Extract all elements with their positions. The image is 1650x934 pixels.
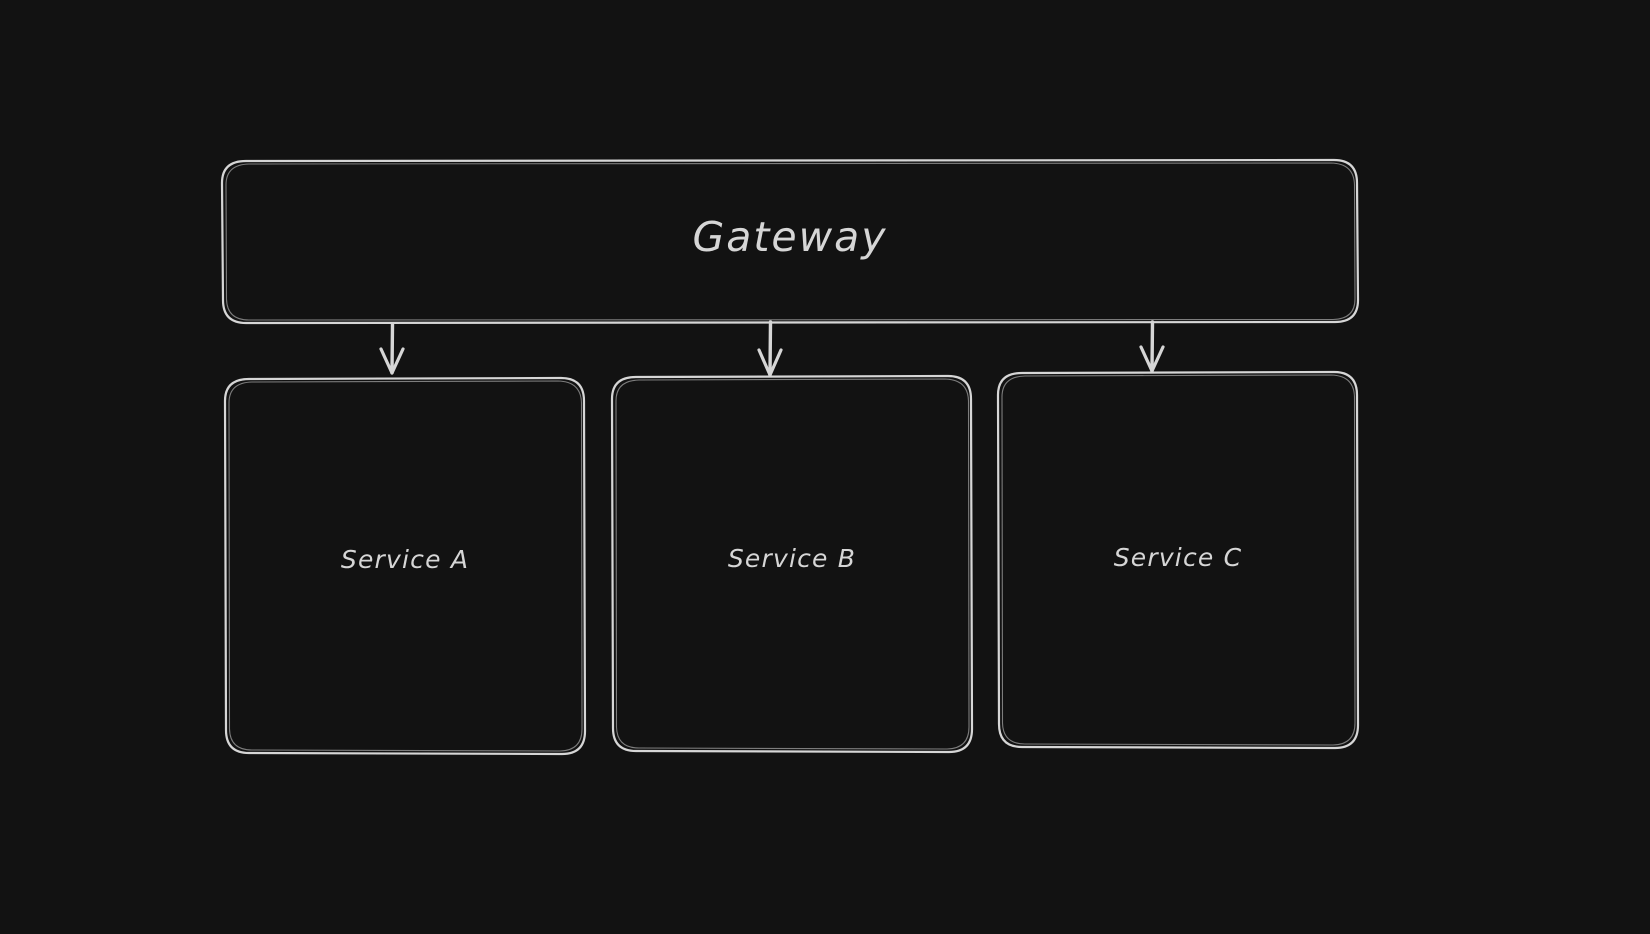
node-service-c-label: Service C	[1113, 543, 1243, 572]
node-service-b-label: Service B	[727, 544, 857, 573]
edge-gateway-service-a[interactable]	[379, 322, 405, 375]
node-gateway-shape[interactable]	[220, 158, 1360, 325]
node-gateway-label: Gateway	[692, 213, 888, 261]
edge-gateway-service-b[interactable]	[757, 320, 783, 377]
edge-gateway-service-c[interactable]	[1139, 320, 1165, 373]
node-service-b-shape[interactable]	[610, 374, 974, 754]
node-service-a-shape[interactable]	[223, 376, 587, 756]
node-service-a-label: Service A	[340, 545, 470, 574]
node-service-c-shape[interactable]	[996, 370, 1360, 750]
